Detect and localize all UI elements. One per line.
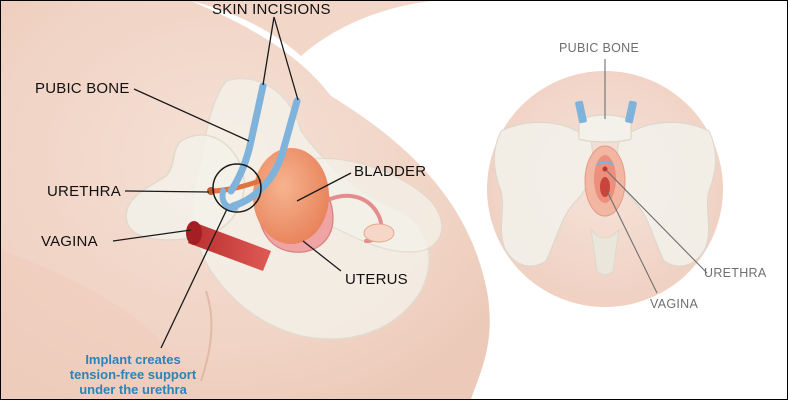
label-urethra: URETHRA [47, 183, 121, 200]
caption-line-2: tension-free support [69, 367, 197, 382]
caption-line-3: under the urethra [79, 382, 187, 397]
inset-label-urethra: URETHRA [704, 266, 767, 280]
inset-label-pubic-bone: PUBIC BONE [559, 41, 640, 55]
ovary-shape [363, 223, 395, 243]
leader-skin-incision-left [262, 16, 275, 86]
inset-sacrum [590, 228, 620, 276]
inset-leader-vagina [606, 190, 658, 294]
inset-urethra-opening [602, 166, 608, 172]
leader-vagina [112, 229, 192, 242]
inset-implant-right [625, 100, 637, 124]
leader-bladder [296, 172, 352, 202]
leader-urethra [124, 190, 210, 193]
caption-line-1: Implant creates [85, 352, 181, 367]
inset-label-vagina: VAGINA [650, 297, 699, 311]
pubic-bone-shape [125, 134, 245, 241]
vagina-opening [186, 221, 202, 245]
leader-lines [112, 16, 352, 349]
inset-pubic-bone [578, 114, 632, 143]
label-uterus: UTERUS [345, 271, 408, 288]
label-vagina: VAGINA [41, 233, 98, 250]
body-skin-upper [191, 1, 431, 56]
implant-sling-bottom [219, 188, 238, 211]
leader-implant [160, 208, 228, 349]
implant-highlight-circle [212, 163, 262, 213]
label-pubic-bone: PUBIC BONE [35, 80, 130, 97]
leader-pubic-bone [133, 88, 250, 142]
vagina-shape [188, 223, 271, 271]
implant-sling-right [229, 97, 301, 210]
bladder-shape [253, 148, 329, 244]
inset-leader-urethra [606, 170, 708, 274]
implant-caption: Implant creates tension-free support und… [53, 352, 213, 397]
side-view-illustration [1, 1, 490, 399]
label-bladder: BLADDER [354, 163, 427, 180]
inset-implant-sling [596, 160, 614, 166]
label-skin-incisions: SKIN INCISIONS [212, 1, 331, 18]
thigh-curve [1, 251, 196, 399]
front-view-inset [487, 59, 723, 307]
buttock-curve [200, 290, 213, 382]
leader-skin-incision-right [273, 16, 299, 101]
implant-sling-left [227, 82, 267, 195]
inset-implant-left [575, 100, 587, 124]
inset-leader-lines [604, 59, 708, 294]
leader-uterus [302, 240, 342, 272]
